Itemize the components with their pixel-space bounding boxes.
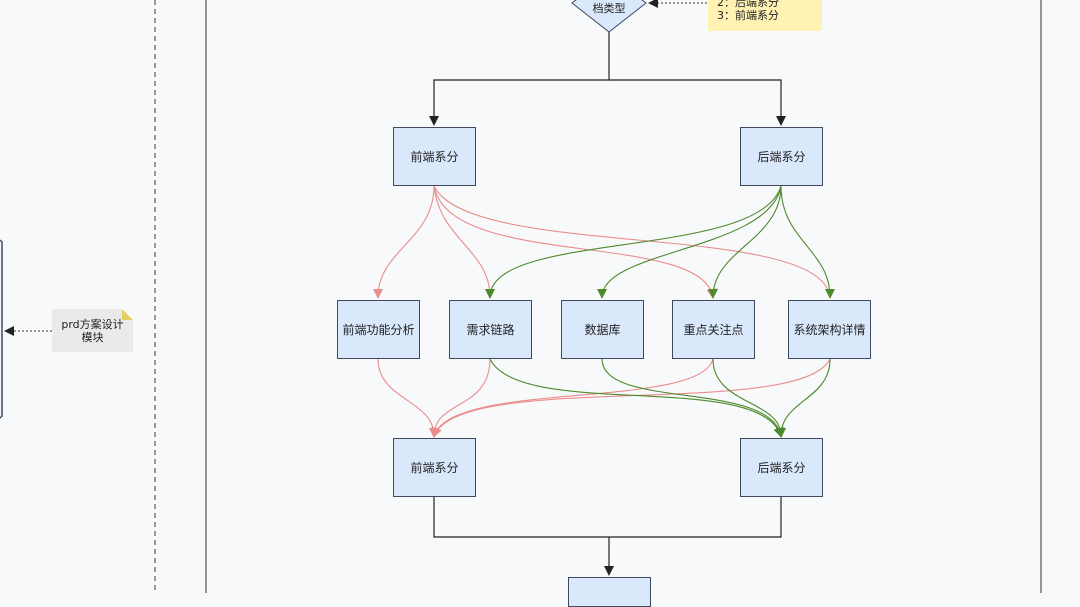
key-points-node[interactable]: 重点关注点 bbox=[672, 300, 755, 359]
backend-links-down bbox=[485, 185, 835, 299]
note-line: 2：后端系分 bbox=[717, 0, 779, 9]
final-output-node[interactable] bbox=[568, 577, 651, 607]
backend-links-merge bbox=[489, 358, 831, 438]
split-type-note: 2：后端系分 3：前端系分 bbox=[708, 0, 822, 31]
prd-design-note: prd方案设计 模块 bbox=[52, 309, 133, 352]
note-line: prd方案设计 bbox=[61, 317, 124, 331]
edge-diamond-to-backend bbox=[609, 79, 786, 126]
frontend-split-node[interactable]: 前端系分 bbox=[393, 127, 476, 186]
decision-diamond-line-2: 档类型 bbox=[592, 1, 626, 15]
edge-diamond-to-frontend bbox=[429, 32, 610, 126]
frontend-analysis-node[interactable]: 前端功能分析 bbox=[337, 300, 420, 359]
requirement-chain-node[interactable]: 需求链路 bbox=[449, 300, 532, 359]
flowchart-canvas bbox=[0, 0, 1042, 593]
architecture-details-node[interactable]: 系统架构详情 bbox=[788, 300, 871, 359]
database-node[interactable]: 数据库 bbox=[561, 300, 644, 359]
frontend-links-down bbox=[373, 185, 831, 299]
frontend-links-merge bbox=[377, 358, 831, 438]
decision-diamond-label: 档类型 bbox=[572, 0, 646, 22]
edge-merge-bar bbox=[433, 497, 782, 538]
backend-split-result-node[interactable]: 后端系分 bbox=[740, 438, 823, 497]
frontend-split-result-node[interactable]: 前端系分 bbox=[393, 438, 476, 497]
backend-split-node[interactable]: 后端系分 bbox=[740, 127, 823, 186]
left-panel-edge bbox=[0, 239, 3, 419]
note-line: 模块 bbox=[81, 330, 104, 344]
note-line: 3：前端系分 bbox=[717, 9, 779, 22]
